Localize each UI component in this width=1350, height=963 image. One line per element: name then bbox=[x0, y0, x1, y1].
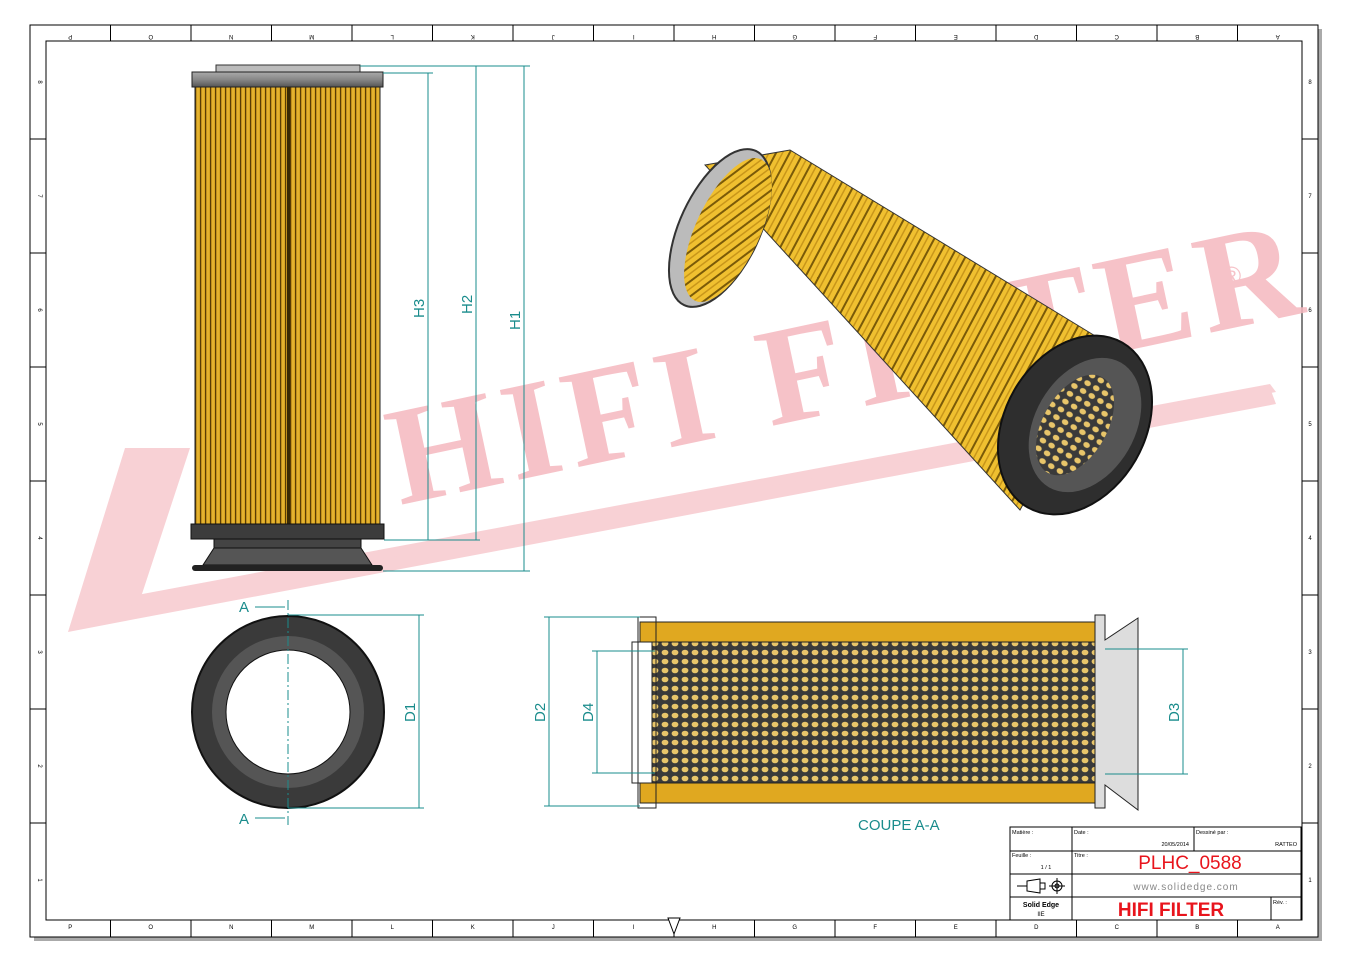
drawn-by-label: Dessiné par : bbox=[1196, 830, 1229, 836]
row-label-left: 6 bbox=[36, 308, 42, 312]
row-label-left: 2 bbox=[36, 764, 42, 768]
column-label-bottom: D bbox=[1034, 925, 1039, 931]
dim-h3-label: H3 bbox=[411, 299, 428, 318]
row-label-right: 6 bbox=[1308, 308, 1312, 314]
section-mark-top: A bbox=[239, 599, 249, 616]
sheet-value: 1 / 1 bbox=[1041, 865, 1052, 871]
column-label-bottom: L bbox=[391, 925, 395, 931]
column-label-top: J bbox=[552, 33, 555, 39]
column-label-top: G bbox=[792, 33, 797, 39]
column-label-top: P bbox=[68, 33, 72, 39]
row-label-right: 1 bbox=[1308, 878, 1312, 884]
revision-label: Rév. : bbox=[1273, 900, 1287, 906]
column-label-bottom: J bbox=[552, 925, 555, 931]
front-view bbox=[190, 64, 385, 571]
dim-h1-label: H1 bbox=[507, 311, 524, 330]
column-label-top: E bbox=[954, 33, 958, 39]
row-label-right: 3 bbox=[1308, 650, 1312, 656]
row-label-left: 5 bbox=[36, 422, 42, 426]
software-sub: IIE bbox=[1037, 912, 1044, 918]
section-view: D2 D4 D3 COUPE A-A bbox=[532, 614, 1188, 834]
column-label-top: F bbox=[873, 33, 877, 39]
column-label-top: A bbox=[1276, 33, 1280, 39]
row-label-left: 4 bbox=[36, 536, 42, 540]
dim-d4-label: D4 bbox=[580, 703, 597, 722]
date-value: 20/05/2014 bbox=[1161, 842, 1189, 848]
dim-d2-label: D2 bbox=[532, 703, 549, 722]
end-view: D1 A A bbox=[191, 599, 424, 828]
dim-h2-label: H2 bbox=[459, 295, 476, 314]
column-label-top: M bbox=[309, 33, 314, 39]
row-label-right: 7 bbox=[1308, 194, 1312, 200]
column-label-bottom: A bbox=[1276, 925, 1280, 931]
row-label-left: 7 bbox=[36, 194, 42, 198]
sheet-label: Feuille : bbox=[1012, 853, 1032, 859]
row-label-left: 1 bbox=[36, 878, 42, 882]
company-name: HIFI FILTER bbox=[1118, 900, 1225, 921]
isometric-view bbox=[667, 148, 1154, 516]
section-label: COUPE A-A bbox=[858, 817, 940, 834]
column-label-top: O bbox=[148, 33, 153, 39]
row-label-left: 3 bbox=[36, 650, 42, 654]
column-label-top: H bbox=[712, 33, 716, 39]
row-label-right: 5 bbox=[1308, 422, 1312, 428]
column-label-bottom: K bbox=[471, 925, 475, 931]
title-block-text: Matière : Date : 20/05/2014 Dessiné par … bbox=[1012, 830, 1298, 921]
column-label-bottom: G bbox=[792, 925, 797, 931]
column-label-bottom: I bbox=[633, 925, 635, 931]
column-label-top: I bbox=[633, 33, 635, 39]
drawing-title: PLHC_0588 bbox=[1138, 853, 1242, 874]
material-label: Matière : bbox=[1012, 830, 1034, 836]
column-label-top: N bbox=[229, 33, 233, 39]
row-label-right: 2 bbox=[1308, 764, 1312, 770]
height-dimensions: H3 H2 H1 bbox=[360, 65, 530, 572]
border-grid-labels: P P O O N N M M L L K K J J I I H H G G F F E E D D C C B B A A 8 8 7 7 6 6 5 5… bbox=[30, 25, 1318, 937]
column-label-bottom: N bbox=[229, 925, 233, 931]
section-mark-bottom: A bbox=[239, 811, 249, 828]
row-label-left: 8 bbox=[36, 80, 42, 84]
watermark-registered: ® bbox=[1222, 261, 1241, 291]
column-label-bottom: H bbox=[712, 925, 716, 931]
column-label-bottom: O bbox=[148, 925, 153, 931]
row-label-right: 4 bbox=[1308, 536, 1312, 542]
website-text: www.solidedge.com bbox=[1132, 882, 1238, 893]
column-label-bottom: C bbox=[1115, 925, 1120, 931]
column-label-bottom: P bbox=[68, 925, 72, 931]
row-label-right: 8 bbox=[1308, 80, 1312, 86]
date-label: Date : bbox=[1074, 830, 1089, 836]
column-label-top: L bbox=[390, 33, 394, 39]
software-name: Solid Edge bbox=[1023, 902, 1059, 909]
column-label-bottom: E bbox=[954, 925, 958, 931]
dim-d1-label: D1 bbox=[402, 703, 419, 722]
column-label-top: D bbox=[1033, 33, 1038, 39]
projection-symbol-icon bbox=[1017, 878, 1065, 894]
dim-d3-label: D3 bbox=[1166, 703, 1183, 722]
column-label-top: K bbox=[471, 33, 475, 39]
title-block bbox=[1009, 826, 1302, 921]
centering-mark-icon bbox=[667, 917, 681, 936]
column-label-bottom: M bbox=[309, 925, 314, 931]
title-label: Titre : bbox=[1074, 853, 1088, 859]
column-label-top: B bbox=[1195, 33, 1199, 39]
column-label-bottom: B bbox=[1195, 925, 1199, 931]
column-label-bottom: F bbox=[873, 925, 877, 931]
column-label-top: C bbox=[1114, 33, 1119, 39]
drawn-by-value: RATTEO bbox=[1275, 842, 1298, 848]
